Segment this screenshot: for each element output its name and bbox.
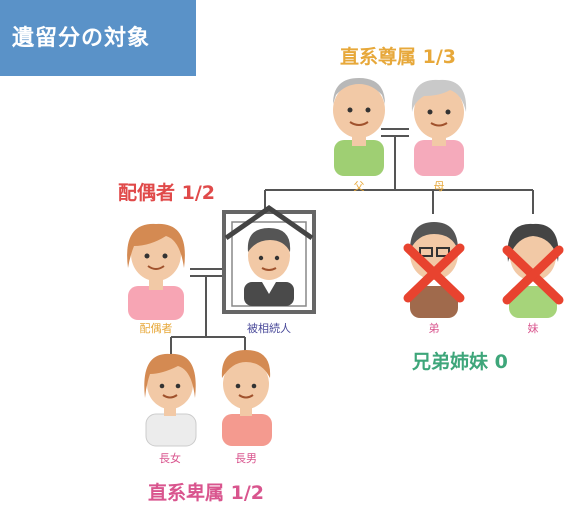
ascendants-label: 直系尊属 1/3 xyxy=(340,46,456,68)
siblings-label: 兄弟姉妹 0 xyxy=(412,351,508,373)
parents-marriage-line xyxy=(381,128,409,190)
deceased-portrait xyxy=(222,204,316,314)
spouse-marriage-line xyxy=(190,268,222,337)
title-banner: 遺留分の対象 xyxy=(0,0,196,76)
father-name: 父 xyxy=(353,180,365,193)
mother-figure xyxy=(411,79,467,176)
brother-name: 弟 xyxy=(428,322,440,335)
son-figure xyxy=(221,350,272,446)
brother-cross xyxy=(403,243,465,303)
daughter-name: 長女 xyxy=(159,452,181,465)
spouse-name: 配偶者 xyxy=(139,322,173,335)
mother-name: 母 xyxy=(433,180,445,193)
siblings-connector xyxy=(264,189,534,214)
sister-name: 妹 xyxy=(527,322,539,335)
son-name: 長男 xyxy=(235,452,257,465)
deceased-name: 被相続人 xyxy=(247,322,291,335)
title-text: 遺留分の対象 xyxy=(12,26,151,51)
spouse-share-label: 配偶者 1/2 xyxy=(118,182,215,204)
sister-cross xyxy=(502,245,564,305)
father-figure xyxy=(333,78,385,176)
spouse-figure xyxy=(127,223,185,320)
daughter-figure xyxy=(144,353,197,447)
descendants-label: 直系卑属 1/2 xyxy=(148,482,264,504)
